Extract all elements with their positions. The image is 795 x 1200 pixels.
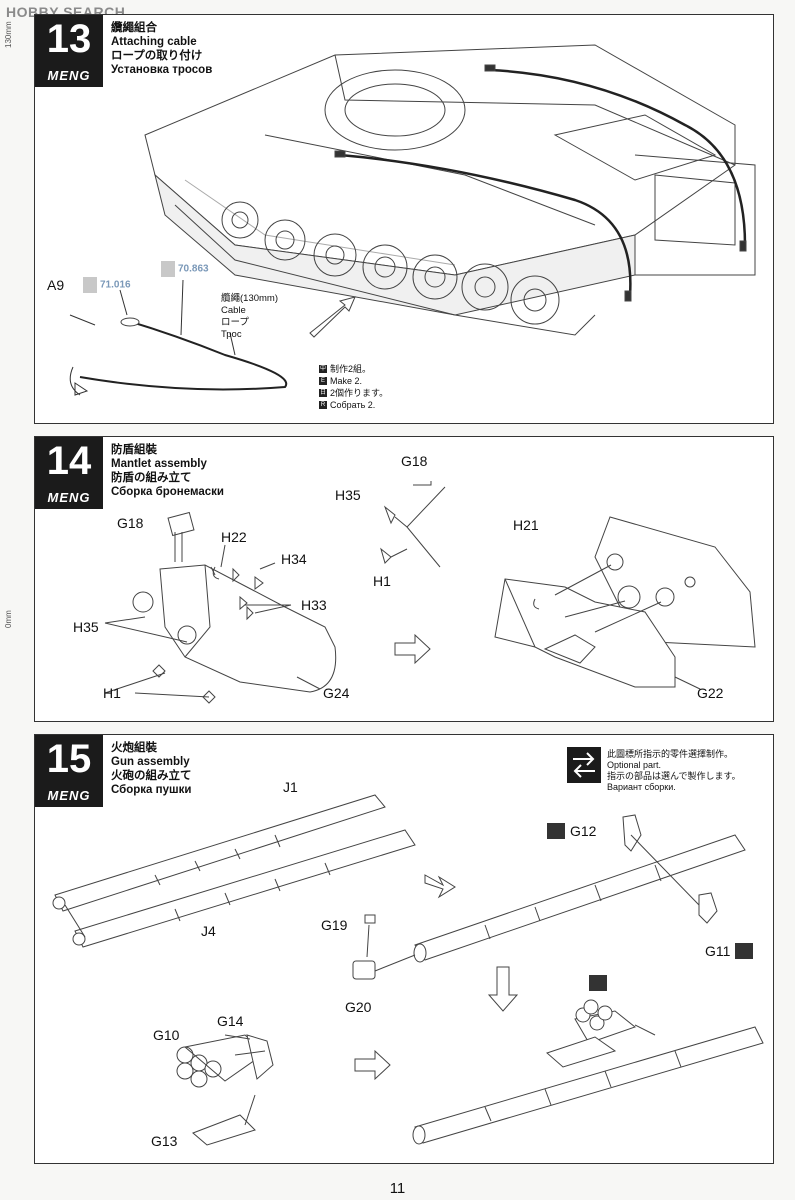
label-j4: J4 [201,923,216,939]
step-15-panel: 15 MENG 火炮組裝 Gun assembly 火砲の組み立て Сборка… [34,734,774,1164]
optional-part-icon [567,747,601,783]
ruler-top-label: 130mm [4,21,13,48]
cable-jp: ロープ [221,317,249,328]
label-h34: H34 [281,551,307,567]
step-13-badge: 13 MENG [35,15,103,87]
title-jp: ロープの取り付け [111,50,203,62]
label-h21: H21 [513,517,539,533]
paint-code-1: 71.016 [100,279,131,291]
cable-en: Cable [221,305,246,316]
label-g19: G19 [321,917,348,933]
paint-chip-1: 71.016 [83,277,131,293]
label-g12: G12 [570,823,597,839]
title-ru: Сборка бронемаски [111,486,224,498]
step-14-titles: 防盾組裝 Mantlet assembly 防盾の組み立て Сборка бро… [111,443,224,499]
title-jp: 防盾の組み立て [111,472,192,484]
label-g18-detail: G18 [401,453,428,469]
label-g18: G18 [117,515,144,531]
optional-en: Optional part. [607,760,662,770]
label-g20: G20 [345,999,372,1015]
optional-jp: 指示の部品は選んで製作します。 [607,771,741,781]
title-jp: 火砲の組み立て [111,770,192,782]
cable-cn: 纜繩(130mm) [221,293,279,304]
title-ru: Сборка пушки [111,784,192,796]
cable-ru: Трос [221,329,242,340]
page-number: 11 [389,1180,406,1197]
label-g24: G24 [323,685,350,701]
step-13-panel: 13 MENG 纜繩組合 Attaching cable ロープの取り付け Ус… [34,14,774,424]
part-label-a9: A9 [47,277,65,293]
label-h33: H33 [301,597,327,613]
title-en: Mantlet assembly [111,458,207,470]
option-swap-icon-bottom [589,975,607,991]
step-14-badge: 14 MENG [35,437,103,509]
step-14-panel: 14 MENG 防盾組裝 Mantlet assembly 防盾の組み立て Сб… [34,436,774,722]
make-en: Make 2. [330,376,363,386]
brand-logo: MENG [47,788,91,803]
label-h1: H1 [103,685,121,701]
title-cn: 防盾組裝 [111,444,157,456]
mantlet-drawing [104,481,756,704]
language-icon-en: E [319,377,327,385]
label-h35: H35 [73,619,99,635]
step-15-titles: 火炮組裝 Gun assembly 火砲の組み立て Сборка пушки [111,741,192,797]
label-g22: G22 [697,685,724,701]
step-15-badge: 15 MENG [35,735,103,807]
step-number: 15 [46,737,92,781]
brand-logo: MENG [47,490,91,505]
gun-drawing [52,794,764,1146]
make-ru: Собрать 2. [330,400,376,410]
brush-icon [83,277,97,293]
language-icon-ru: R [319,401,327,409]
label-g14: G14 [217,1013,244,1029]
paint-code-2: 70.863 [178,263,209,275]
optional-cn: 此圖標所指示的零件選擇制作。 [607,749,734,759]
label-g10: G10 [153,1027,180,1043]
tank-hull-drawing [69,44,756,396]
brand-logo: MENG [47,68,91,83]
label-g13: G13 [151,1133,178,1149]
make-cn: 制作2組。 [330,364,372,374]
title-ru: Установка тросов [111,64,213,76]
title-cn: 火炮組裝 [111,742,157,754]
ruler-bottom-label: 0mm [4,610,13,628]
optional-ru: Вариант сборки. [607,782,676,792]
option-swap-icon-g12 [547,823,565,839]
option-swap-icon-g11 [735,943,753,959]
language-icon-cn: 中 [319,365,327,373]
label-j1: J1 [283,779,298,795]
make-jp: 2個作ります。 [330,388,389,398]
step-13-titles: 纜繩組合 Attaching cable ロープの取り付け Установка … [111,21,212,77]
title-en: Gun assembly [111,756,190,768]
cable-note: 纜繩(130mm) Cable ロープ Трос [221,293,278,341]
title-en: Attaching cable [111,36,197,48]
label-h22: H22 [221,529,247,545]
optional-note: 此圖標所指示的零件選擇制作。 Optional part. 指示の部品は選んで製… [607,749,741,793]
label-h1-detail: H1 [373,573,391,589]
step-number: 13 [46,17,92,61]
label-h35-detail: H35 [335,487,361,503]
label-g11: G11 [705,943,731,959]
paint-chip-2: 70.863 [161,261,209,277]
brush-icon [161,261,175,277]
step-number: 14 [46,439,92,483]
title-cn: 纜繩組合 [111,22,157,34]
language-icon-jp: 日 [319,389,327,397]
